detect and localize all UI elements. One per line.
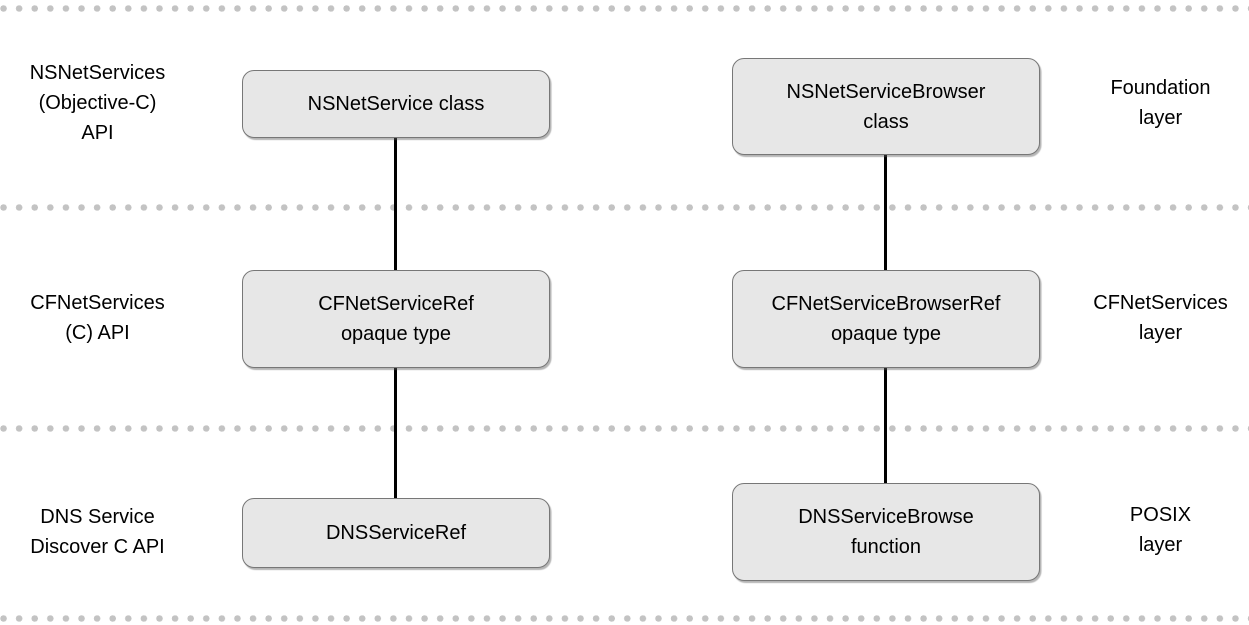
dotted-separator-top	[0, 5, 1249, 12]
box-dnsservicebrowse-function: DNSServiceBrowse function	[732, 483, 1040, 581]
dotted-separator-cf-posix	[0, 425, 1249, 432]
api-label-cfnetservices: CFNetServices (C) API	[30, 292, 165, 344]
box-dnsserviceref: DNSServiceRef	[242, 498, 550, 568]
box-nsnetservicebrowser-class: NSNetServiceBrowser class	[732, 58, 1040, 155]
api-label-dns-service-discover: DNS Service Discover C API	[30, 506, 165, 558]
api-label-nsnetservices: NSNetServices (Objective-C) API	[29, 62, 166, 144]
box-cfnetserviceref: CFNetServiceRef opaque type	[242, 270, 550, 368]
layer-label-cfnetservices: CFNetServices layer	[1093, 292, 1228, 344]
dotted-separator-foundation-cf	[0, 204, 1249, 211]
dotted-separator-bottom	[0, 615, 1249, 622]
layer-label-foundation: Foundation layer	[1110, 77, 1211, 129]
box-nsnetservice-class: NSNetService class	[242, 70, 550, 138]
layer-label-posix: POSIX layer	[1129, 504, 1192, 556]
box-cfnetservicebrowserref: CFNetServiceBrowserRef opaque type	[732, 270, 1040, 368]
